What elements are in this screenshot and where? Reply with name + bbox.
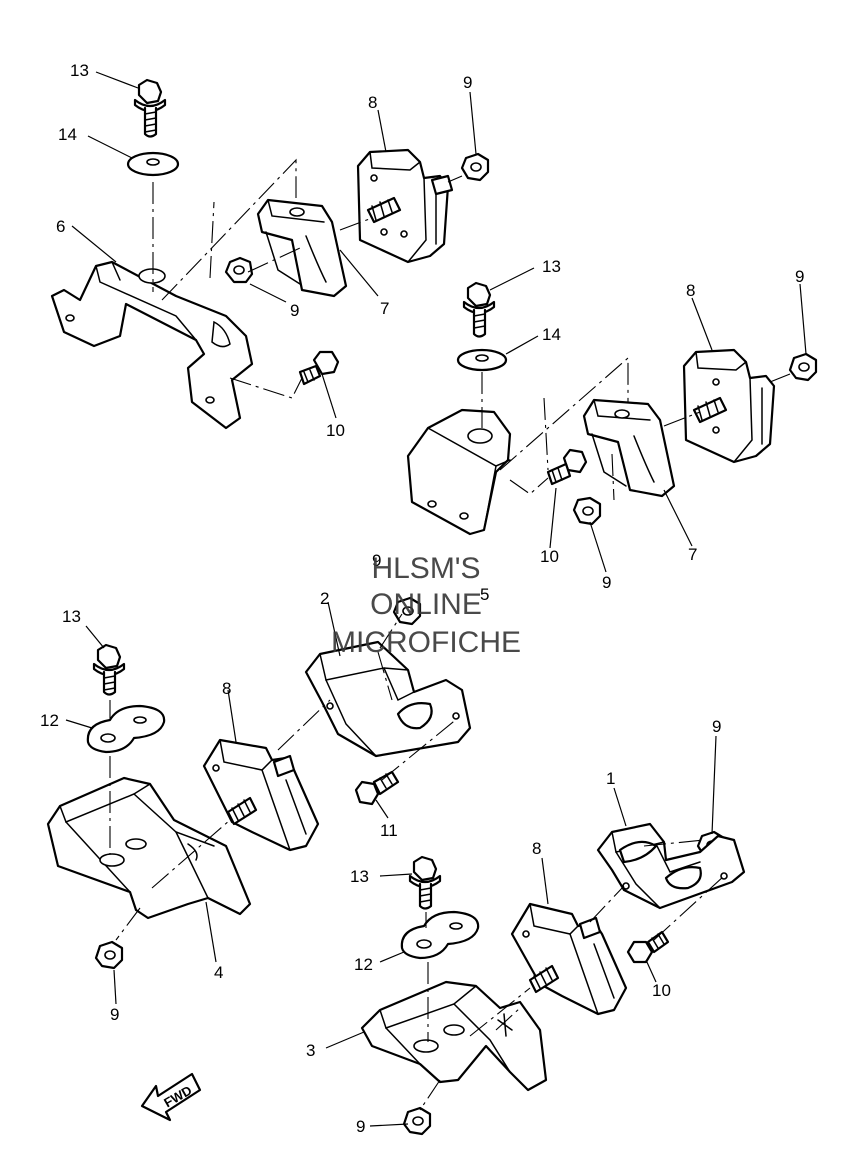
flange-bolt-10-c xyxy=(626,930,670,964)
leader-lines xyxy=(65,71,807,1127)
bracket-3 xyxy=(360,980,548,1092)
callout-10-c: 10 xyxy=(652,981,671,1000)
callout-13-b: 13 xyxy=(542,257,561,276)
bracket-1 xyxy=(596,822,746,910)
callout-8-d: 8 xyxy=(532,839,541,858)
bracket-4 xyxy=(46,776,252,920)
flange-nut-9-c xyxy=(572,496,602,526)
callout-7-b: 7 xyxy=(688,545,697,564)
flange-nut-9-a xyxy=(224,256,254,284)
rubber-damper-8-b xyxy=(682,348,776,464)
callout-8-c: 8 xyxy=(222,679,231,698)
callout-numbers: 13 14 6 8 9 9 7 10 13 14 8 9 7 9 10 9 5 … xyxy=(40,61,804,1136)
bracket-7-b xyxy=(582,398,676,498)
callout-8-a: 8 xyxy=(368,93,377,112)
bracket-7-a xyxy=(256,198,348,298)
callout-9-f: 9 xyxy=(110,1005,119,1024)
flange-bolt-10-a xyxy=(298,350,340,386)
callout-9-h: 9 xyxy=(356,1117,365,1136)
flange-bolt-10-b xyxy=(546,448,588,486)
callout-4: 4 xyxy=(214,963,223,982)
callout-6: 6 xyxy=(56,217,65,236)
flange-bolt-13-b xyxy=(462,281,496,338)
callout-9-b: 9 xyxy=(290,301,299,320)
callout-13-d: 13 xyxy=(350,867,369,886)
callout-9-c: 9 xyxy=(795,267,804,286)
callout-9-a: 9 xyxy=(463,73,472,92)
upper-left-assembly xyxy=(50,78,490,430)
lower-left-assembly xyxy=(46,596,472,970)
callout-14-a: 14 xyxy=(58,125,77,144)
flange-bolt-13-c xyxy=(92,643,126,696)
flange-nut-9-d xyxy=(788,352,818,382)
watermark: HLSM'S ONLINE MICROFICHE xyxy=(331,552,521,659)
bracket-2 xyxy=(304,640,472,758)
callout-2: 2 xyxy=(320,589,329,608)
washer-14-b xyxy=(456,348,508,372)
callout-12-a: 12 xyxy=(40,711,59,730)
callout-3: 3 xyxy=(306,1041,315,1060)
flange-nut-9-e xyxy=(392,596,422,626)
callout-9-e: 9 xyxy=(372,551,381,570)
callout-10-b: 10 xyxy=(540,547,559,566)
callout-9-g: 9 xyxy=(712,717,721,736)
flange-bolt-13-a xyxy=(133,78,167,138)
rubber-damper-8-d xyxy=(510,902,628,1016)
flange-nut-9-b xyxy=(460,152,490,182)
callout-7-a: 7 xyxy=(380,299,389,318)
flange-bolt-11 xyxy=(354,770,400,806)
callout-12-b: 12 xyxy=(354,955,373,974)
watermark-line-1: HLSM'S xyxy=(371,552,480,585)
flange-nut-9-f xyxy=(94,940,124,970)
flange-nut-9-h xyxy=(402,1106,432,1136)
callout-13-a: 13 xyxy=(70,61,89,80)
bracket-6 xyxy=(50,260,254,430)
watermark-line-3: MICROFICHE xyxy=(331,626,521,659)
plate-12-b xyxy=(400,910,480,960)
upper-right-assembly xyxy=(406,281,818,536)
callout-13-c: 13 xyxy=(62,607,81,626)
callout-14-b: 14 xyxy=(542,325,561,344)
lower-right-assembly xyxy=(360,822,746,1136)
callout-1: 1 xyxy=(606,769,615,788)
watermark-line-2: ONLINE xyxy=(370,588,482,621)
flange-bolt-13-d xyxy=(408,855,442,910)
callout-5: 5 xyxy=(480,585,489,604)
callout-9-d: 9 xyxy=(602,573,611,592)
callout-8-b: 8 xyxy=(686,281,695,300)
plate-12-a xyxy=(86,704,166,754)
rubber-damper-8-a xyxy=(356,148,454,264)
rubber-damper-8-c xyxy=(202,738,320,852)
bracket-5 xyxy=(406,408,512,536)
callout-10-a: 10 xyxy=(326,421,345,440)
washer-14-a xyxy=(126,151,180,177)
forward-arrow: FWD xyxy=(140,1072,202,1122)
callout-11: 11 xyxy=(380,821,398,840)
